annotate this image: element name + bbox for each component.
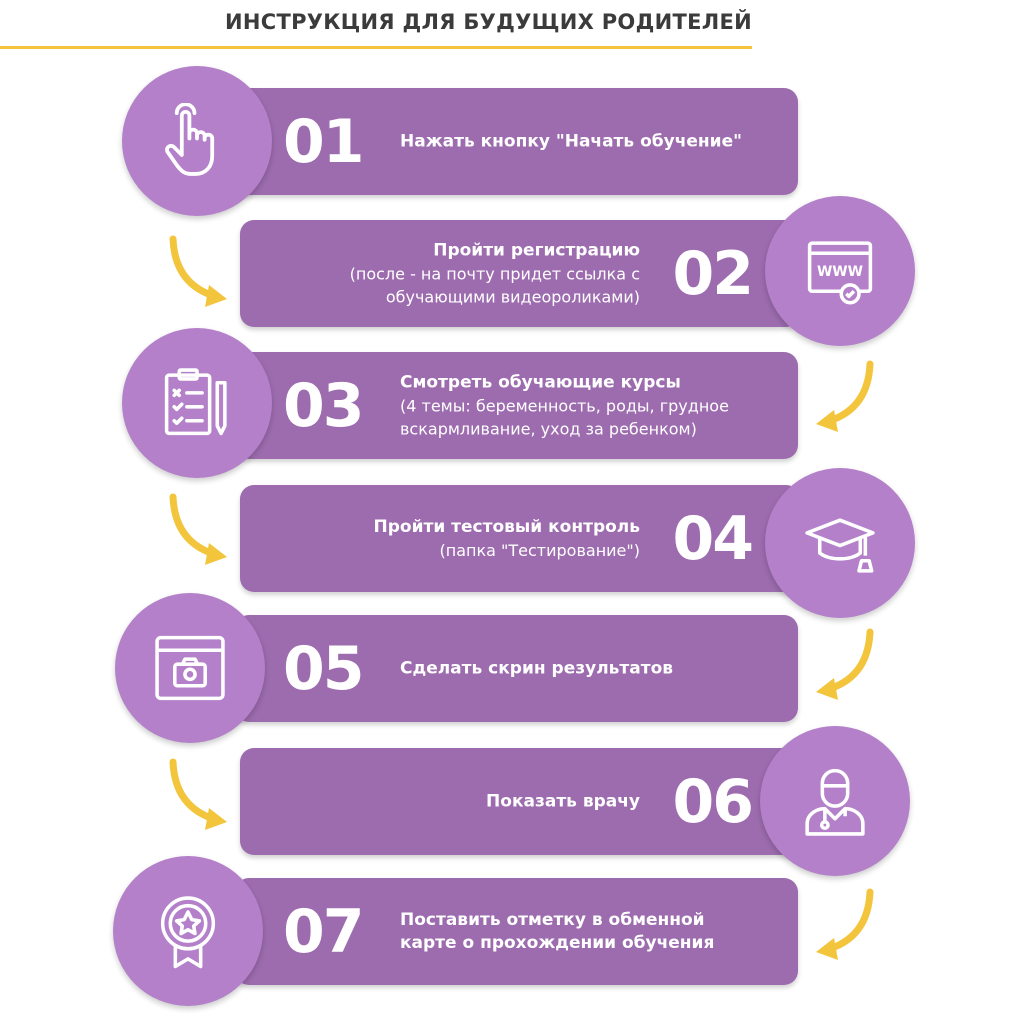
page-title: ИНСТРУКЦИЯ ДЛЯ БУДУЩИХ РОДИТЕЛЕЙ <box>0 10 752 34</box>
award-badge-icon <box>113 856 263 1006</box>
step-title: Поставить отметку в обменной карте о про… <box>400 909 715 953</box>
step-text: Пройти тестовый контроль (папка "Тестиров… <box>320 516 641 562</box>
clipboard-checklist-icon <box>122 328 272 478</box>
flow-arrow-2 <box>816 360 874 432</box>
step-title: Показать врачу <box>486 791 640 811</box>
flow-arrow-3 <box>169 493 227 565</box>
step-number: 03 <box>283 370 364 441</box>
step-text: Показать врачу <box>340 790 640 813</box>
tap-hand-icon <box>122 66 272 216</box>
graduation-cap-icon <box>765 468 915 618</box>
svg-text:WWW: WWW <box>817 264 863 280</box>
step-detail: (папка "Тестирование") <box>439 540 641 560</box>
step-01: 01 Нажать кнопку "Начать обучение" <box>235 88 798 195</box>
step-number: 05 <box>283 633 364 704</box>
step-detail: (после - на почту придет ссылка с обучаю… <box>349 264 640 306</box>
step-06: 06 Показать врачу <box>240 748 800 855</box>
www-browser-icon: WWW <box>765 196 915 346</box>
step-title: Смотреть обучающие курсы <box>400 372 681 392</box>
step-text: Сделать скрин результатов <box>400 657 760 680</box>
step-text: Пройти регистрацию (после - на почту прид… <box>310 239 640 308</box>
step-text: Смотреть обучающие курсы (4 темы: беремен… <box>400 371 790 440</box>
step-title: Нажать кнопку "Начать обучение" <box>400 131 742 151</box>
step-number: 04 <box>672 503 754 574</box>
step-title: Сделать скрин результатов <box>400 658 674 678</box>
step-number: 01 <box>283 106 364 177</box>
screenshot-camera-icon <box>115 593 265 743</box>
step-02: 02 Пройти регистрацию (после - на почту п… <box>240 220 800 327</box>
step-04: 04 Пройти тестовый контроль (папка "Тести… <box>240 485 800 592</box>
step-03: 03 Смотреть обучающие курсы (4 темы: бере… <box>235 352 798 459</box>
step-05: 05 Сделать скрин результатов <box>235 615 798 722</box>
flow-arrow-1 <box>169 235 227 307</box>
step-number: 07 <box>283 896 364 967</box>
step-number: 06 <box>672 766 754 837</box>
doctor-icon <box>760 726 910 876</box>
step-text: Нажать кнопку "Начать обучение" <box>400 130 760 153</box>
step-number: 02 <box>672 238 754 309</box>
step-title: Пройти тестовый контроль <box>373 516 641 537</box>
step-detail: (4 темы: беременность, роды, грудное вск… <box>400 396 729 438</box>
flow-arrow-4 <box>816 628 874 700</box>
page-title-text: ИНСТРУКЦИЯ ДЛЯ БУДУЩИХ РОДИТЕЛЕЙ <box>225 10 752 34</box>
step-text: Поставить отметку в обменной карте о про… <box>400 909 740 955</box>
flow-arrow-6 <box>816 888 874 960</box>
title-underline <box>0 46 752 49</box>
step-title: Пройти регистрацию <box>433 240 640 260</box>
step-07: 07 Поставить отметку в обменной карте о … <box>235 878 798 985</box>
flow-arrow-5 <box>169 758 227 830</box>
